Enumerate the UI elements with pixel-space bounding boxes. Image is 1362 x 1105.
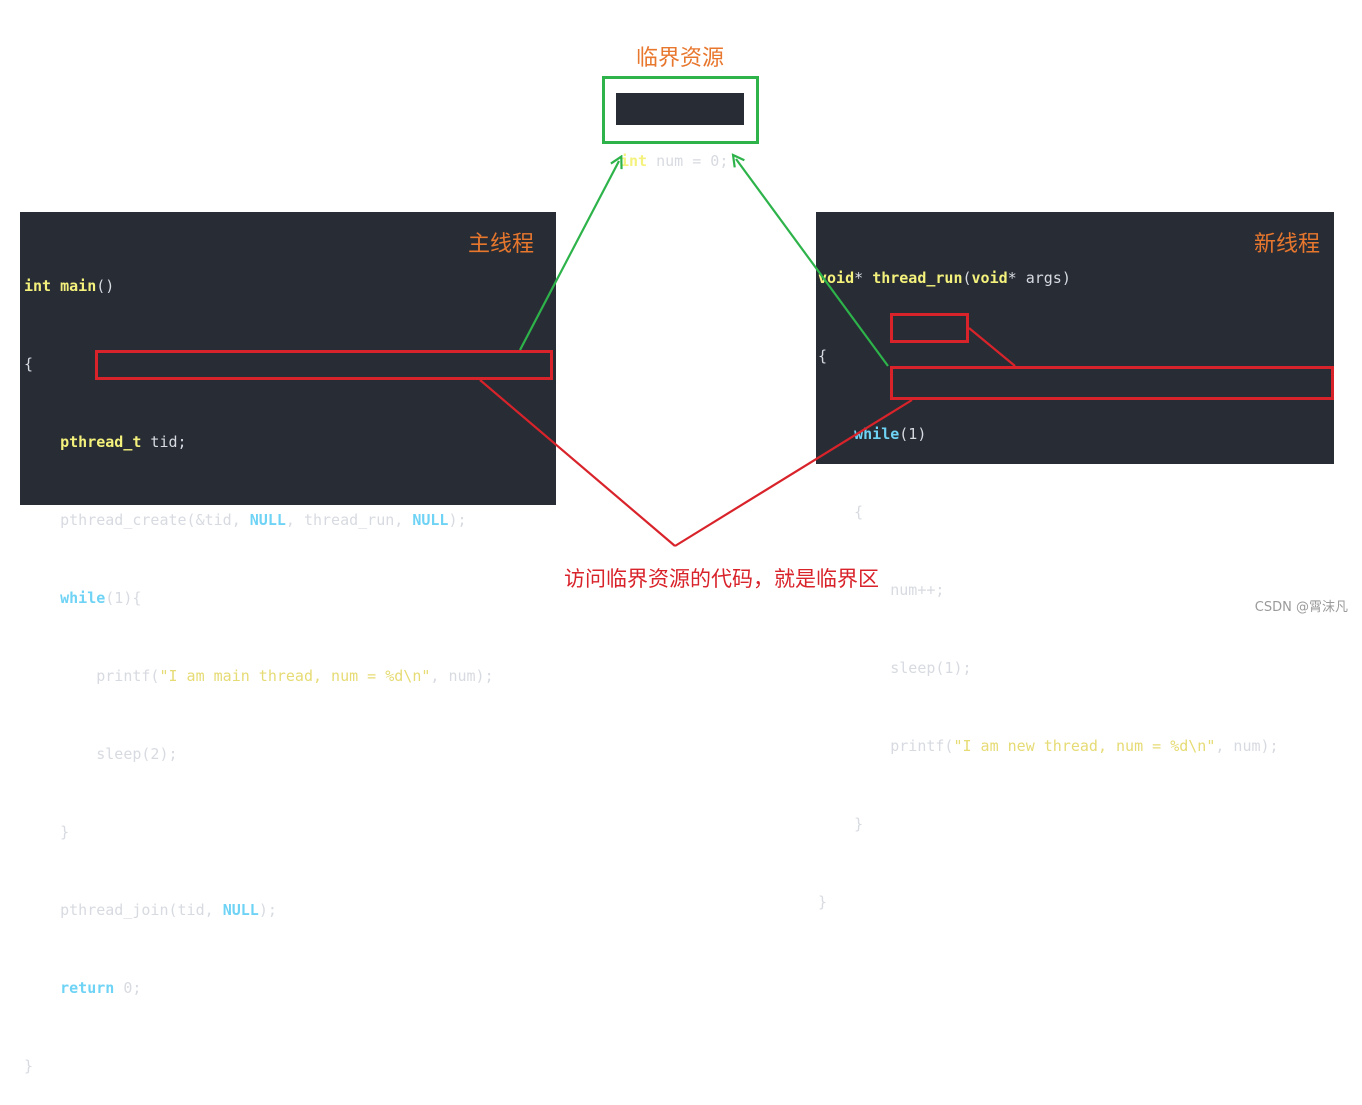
code-line: pthread_create(&tid, NULL, thread_run, N… bbox=[60, 511, 467, 529]
code-line: return 0; bbox=[60, 979, 142, 997]
critical-resource-label: 临界资源 bbox=[636, 46, 725, 71]
code-line: num++; bbox=[890, 581, 945, 599]
green-arrow-main bbox=[519, 161, 619, 351]
new-thread-label: 新线程 bbox=[1254, 232, 1321, 257]
main-thread-code-block: int main() { pthread_t tid; pthread_crea… bbox=[20, 212, 556, 1075]
code-line: sleep(1); bbox=[890, 659, 972, 677]
code-line: } bbox=[818, 893, 828, 911]
code-line: pthread_join(tid, NULL); bbox=[60, 901, 277, 919]
red-line-new-printf bbox=[674, 399, 913, 547]
red-line-num bbox=[968, 327, 1016, 367]
code-line: sleep(2); bbox=[96, 745, 178, 763]
code-line: } bbox=[24, 1057, 34, 1075]
code-line: } bbox=[60, 823, 70, 841]
main-printf-highlight bbox=[95, 350, 553, 380]
watermark: CSDN @霄沫凡 bbox=[1254, 600, 1348, 615]
shared-resource-code: int num = 0; bbox=[616, 93, 744, 170]
code-line: pthread_t tid; bbox=[60, 433, 187, 451]
main-thread-label: 主线程 bbox=[468, 232, 535, 257]
critical-section-caption: 访问临界资源的代码，就是临界区 bbox=[564, 567, 879, 591]
shared-resource-box bbox=[602, 76, 759, 144]
code-line: } bbox=[854, 815, 864, 833]
code-line: { bbox=[24, 355, 34, 373]
code-line: printf("I am new thread, num = %d\n", nu… bbox=[890, 737, 1279, 755]
connector-lines bbox=[479, 0, 1016, 547]
code-line: while(1){ bbox=[60, 589, 142, 607]
code-line: int main() bbox=[24, 277, 115, 295]
code-line: { bbox=[854, 503, 864, 521]
new-printf-highlight bbox=[890, 366, 1334, 400]
code-line: void* thread_run(void* args) bbox=[818, 269, 1071, 287]
num-increment-highlight bbox=[890, 313, 969, 343]
code-line: { bbox=[818, 347, 828, 365]
green-arrow-new bbox=[736, 159, 889, 367]
red-line-main bbox=[479, 379, 676, 547]
code-line: printf("I am main thread, num = %d\n", n… bbox=[96, 667, 494, 685]
